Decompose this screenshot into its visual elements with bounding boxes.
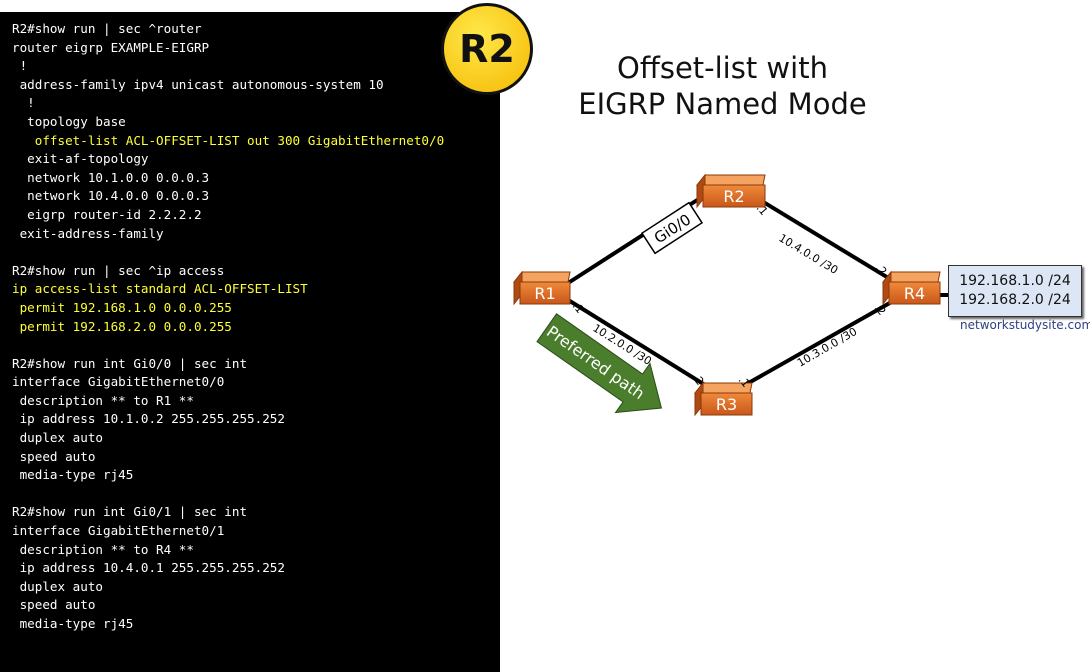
terminal-line: speed auto	[12, 448, 96, 464]
link-r1-r3	[563, 296, 707, 387]
title-line-1: Offset-list with	[617, 51, 828, 85]
terminal-line: topology base	[12, 113, 126, 129]
lan-networks-box: 192.168.1.0 /24 192.168.2.0 /24	[948, 265, 1082, 317]
terminal-line: description ** to R1 **	[12, 392, 194, 408]
terminal-line: !	[12, 58, 28, 74]
router-r2: R2	[695, 173, 766, 209]
terminal-line: ip address 10.1.0.2 255.255.255.252	[12, 411, 285, 427]
title-line-2: EIGRP Named Mode	[578, 87, 867, 121]
terminal-line: network 10.1.0.0 0.0.0.3	[12, 169, 210, 185]
subnet-r2-r4: 10.4.0.0 /30	[776, 231, 840, 276]
subnet-r3-r4: 10.3.0.0 /30	[795, 325, 859, 370]
terminal-line: network 10.4.0.0 0.0.0.3	[12, 188, 210, 204]
terminal-line: speed auto	[12, 597, 96, 613]
router-r1: R1	[512, 270, 571, 306]
link-r2-r4	[758, 198, 897, 284]
terminal-line: duplex auto	[12, 578, 103, 594]
interface-label-gi0-0: Gi0/0	[640, 201, 704, 255]
watermark: networkstudysite.com	[960, 318, 1090, 332]
terminal-line: address-family ipv4 unicast autonomous-s…	[12, 76, 384, 92]
terminal-line: ip access-list standard ACL-OFFSET-LIST	[12, 281, 308, 297]
router-label-r1: R1	[534, 284, 555, 303]
terminal-line: permit 192.168.1.0 0.0.0.255	[12, 299, 232, 315]
terminal-line: R2#show run int Gi0/0 | sec int	[12, 355, 248, 371]
terminal-line: exit-af-topology	[12, 151, 149, 167]
terminal-line: interface GigabitEthernet0/1	[12, 523, 225, 539]
router-label-r4: R4	[904, 284, 925, 303]
network-2: 192.168.2.0 /24	[959, 292, 1071, 308]
terminal-line: !	[12, 95, 35, 111]
terminal-line: offset-list ACL-OFFSET-LIST out 300 Giga…	[12, 132, 445, 148]
terminal-line: duplex auto	[12, 430, 103, 446]
terminal-line: eigrp router-id 2.2.2.2	[12, 206, 202, 222]
terminal-panel: R2#show run | sec ^router router eigrp EX…	[0, 12, 500, 672]
router-r3: R3	[693, 381, 753, 417]
terminal-line: description ** to R4 **	[12, 541, 194, 557]
terminal-line: R2#show run | sec ^router	[12, 21, 202, 36]
terminal-line: ip address 10.4.0.1 255.255.255.252	[12, 560, 285, 576]
router-label-r2: R2	[723, 187, 744, 206]
terminal-line: media-type rj45	[12, 467, 134, 483]
terminal-line: interface GigabitEthernet0/0	[12, 374, 225, 390]
link-r3-r4	[744, 298, 896, 387]
router-r4: R4	[881, 270, 941, 306]
network-1: 192.168.1.0 /24	[959, 273, 1071, 289]
terminal-line: permit 192.168.2.0 0.0.0.255	[12, 318, 232, 334]
terminal-line: router eigrp EXAMPLE-EIGRP	[12, 39, 210, 55]
router-badge: R2	[441, 3, 533, 95]
diagram-title: Offset-list with EIGRP Named Mode	[560, 50, 885, 122]
terminal-line: R2#show run int Gi0/1 | sec int	[12, 504, 248, 520]
router-label-r3: R3	[716, 395, 737, 414]
terminal-line: R2#show run | sec ^ip access	[12, 262, 225, 278]
terminal-output: R2#show run | sec ^router router eigrp EX…	[12, 20, 444, 634]
terminal-line: exit-address-family	[12, 225, 164, 241]
terminal-line: media-type rj45	[12, 616, 134, 631]
